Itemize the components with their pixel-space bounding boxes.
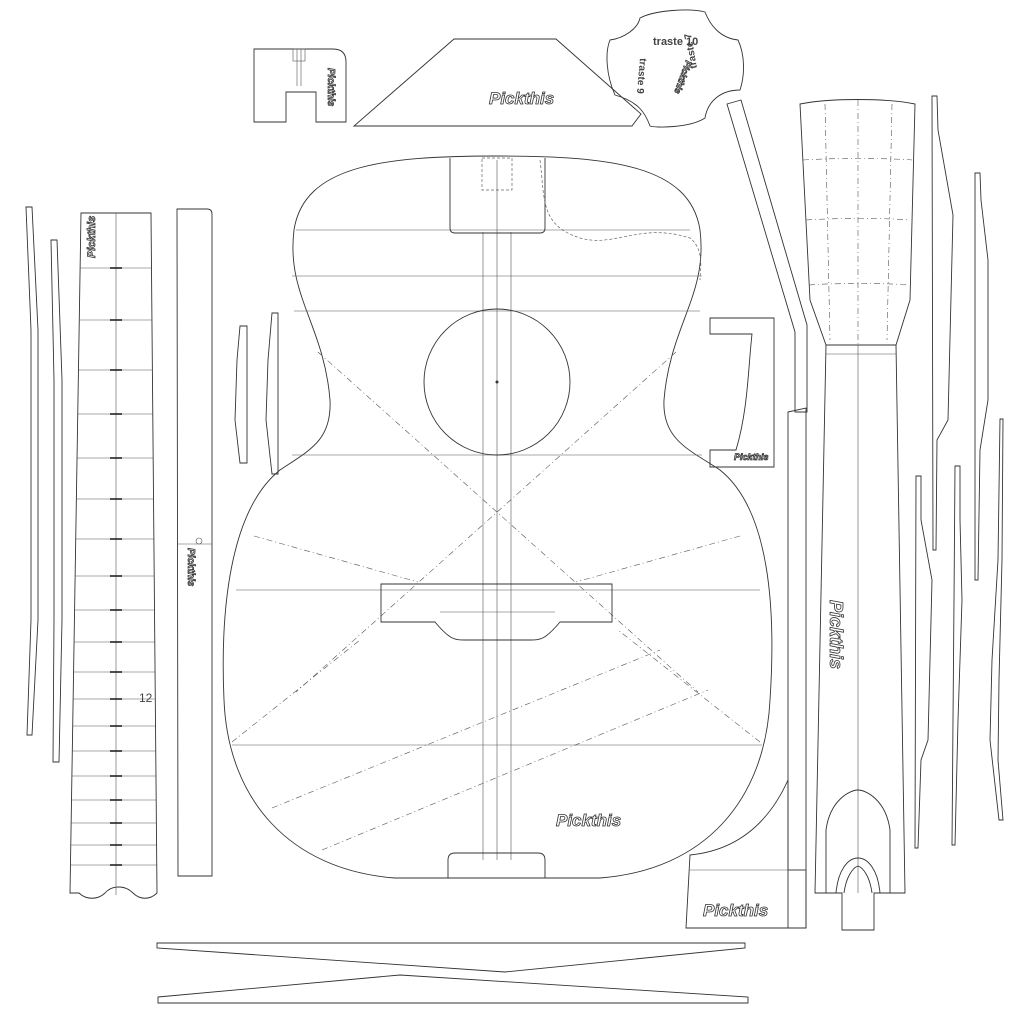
- body-outline: [222, 155, 773, 879]
- fretboard-outline: [69, 212, 158, 899]
- heel-arch: [835, 857, 881, 894]
- tone-brace-3: [231, 639, 361, 743]
- headstock-guide-left: [824, 103, 831, 341]
- gauge-label-left: traste 9: [634, 58, 648, 95]
- long-brace-2: [157, 974, 749, 1004]
- thin-strip-7: [914, 475, 933, 849]
- bridge-strip-template: Pickthis: [176, 208, 213, 877]
- tone-brace-2: [575, 535, 741, 583]
- heel-shape: [825, 789, 891, 893]
- fretboard-template: Pickthis 12: [69, 212, 158, 899]
- neck-slot: [481, 157, 513, 191]
- bracket-brand-logo: Pickthis: [734, 452, 769, 462]
- bracket-outline: [709, 317, 775, 468]
- end-piece-brand-logo: Pickthis: [703, 901, 768, 920]
- end-strip-template: Pickthis: [685, 407, 807, 929]
- fret-gauge: traste 10 traste 9 traste 7 Pickthis: [606, 9, 744, 128]
- nut-block-outline: [253, 48, 347, 123]
- headstock-guide-right: [886, 103, 893, 341]
- nut-brand-logo: Pickthis: [325, 68, 336, 107]
- support-bracket-template: Pickthis: [709, 317, 775, 468]
- neck-shaft-outline: [814, 344, 906, 931]
- tail-block: [447, 852, 546, 878]
- heel-arch-inner: [843, 865, 873, 894]
- tuner-line-3: [808, 283, 909, 286]
- strip-brand-logo: Pickthis: [185, 548, 196, 587]
- body-brand-logo: Pickthis: [556, 811, 621, 830]
- neck-brand-logo: Pickthis: [826, 600, 846, 669]
- nut-block-template: Pickthis: [253, 48, 347, 123]
- soundhole: [423, 308, 571, 456]
- cutaway-line: [539, 159, 702, 281]
- thin-strip-8: [951, 465, 963, 846]
- finger-brace-1: [271, 649, 661, 809]
- gauge-label-top: traste 10: [653, 36, 698, 48]
- x-brace-1: [317, 351, 699, 693]
- thin-strip-4: [265, 312, 279, 475]
- long-brace-1: [156, 942, 746, 973]
- fret-12-label: 12: [139, 691, 153, 705]
- bridge-plate: [380, 583, 613, 641]
- thin-strip-3: [234, 325, 248, 464]
- bridge-strip-outline: [176, 208, 213, 877]
- thin-strip-1: [25, 206, 39, 736]
- neck-template: Pickthis: [799, 99, 916, 931]
- tuner-line-1: [802, 158, 913, 161]
- x-brace-2: [295, 351, 677, 693]
- heel-cap-outline: [352, 38, 642, 127]
- bridge-strip-hole: [195, 537, 203, 545]
- headstock-outline: [799, 99, 916, 346]
- right-thin-strips: [914, 95, 1004, 849]
- fret-gauge-outline: [606, 9, 744, 128]
- left-thin-strips: [25, 206, 279, 763]
- gauge-brand-logo: Pickthis: [672, 59, 693, 95]
- tall-strip-outline: [787, 407, 807, 929]
- tone-brace-4: [617, 629, 761, 743]
- side-strip-template: [726, 99, 808, 413]
- thin-strip-5: [931, 95, 954, 551]
- diagonal-strip-outline: [726, 99, 808, 413]
- neck-block: [449, 158, 546, 234]
- bottom-braces: [156, 942, 749, 1004]
- soundhole-center: [495, 380, 499, 384]
- thin-strip-6: [974, 172, 989, 581]
- heel-cap-brand-logo: Pickthis: [489, 89, 554, 108]
- end-piece-outline: [685, 779, 807, 929]
- fret-lines: [70, 267, 157, 866]
- tuner-line-2: [805, 218, 911, 221]
- guitar-body-template: Pickthis: [222, 155, 773, 879]
- fretboard-brand-logo: Pickthis: [86, 216, 98, 258]
- nut-slot: [292, 48, 306, 62]
- tone-brace-1: [253, 535, 419, 583]
- thin-strip-9: [989, 418, 1004, 821]
- finger-brace-2: [321, 689, 709, 851]
- thin-strip-2: [50, 239, 63, 763]
- heel-cap-template: Pickthis: [352, 38, 642, 127]
